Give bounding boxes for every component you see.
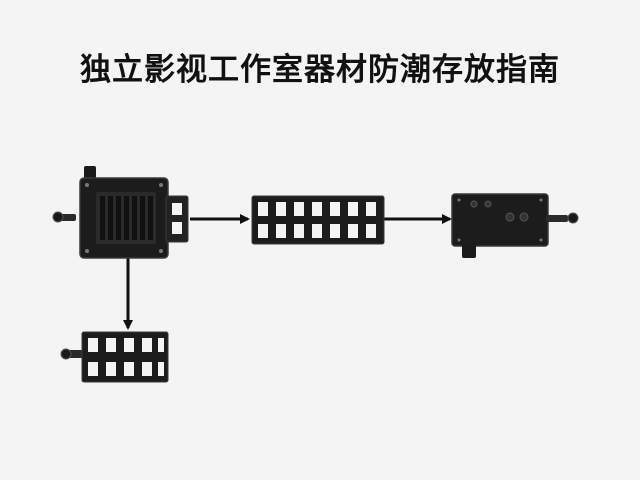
cage-with-dehumidifier-icon: [52, 166, 189, 259]
rail-frame-icon: [60, 331, 169, 383]
page-title: 独立影视工作室器材防潮存放指南: [80, 52, 560, 88]
sealed-box-icon: [451, 193, 579, 258]
rail-frame-icon: [251, 195, 385, 245]
